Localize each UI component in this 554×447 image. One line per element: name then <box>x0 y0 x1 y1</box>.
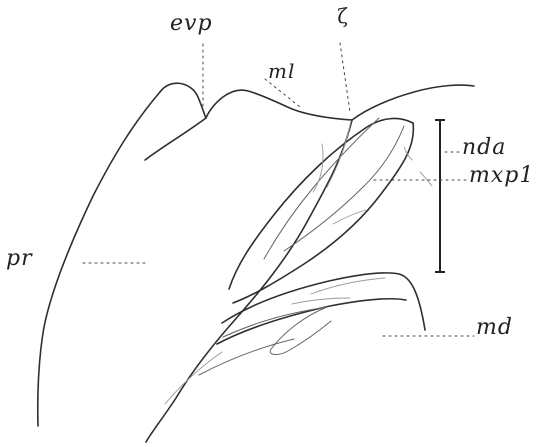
label-evp: evp <box>170 13 213 35</box>
label-ml: ml <box>268 61 295 81</box>
inner-process <box>229 118 413 303</box>
scale-bar <box>435 120 445 272</box>
label-pr: pr <box>6 248 33 270</box>
label-md: md <box>476 317 513 339</box>
label-nda: nda <box>462 137 506 159</box>
label-mxp1: mxp1 <box>469 165 534 187</box>
texture-lines <box>292 144 432 304</box>
lower-process <box>165 273 425 404</box>
